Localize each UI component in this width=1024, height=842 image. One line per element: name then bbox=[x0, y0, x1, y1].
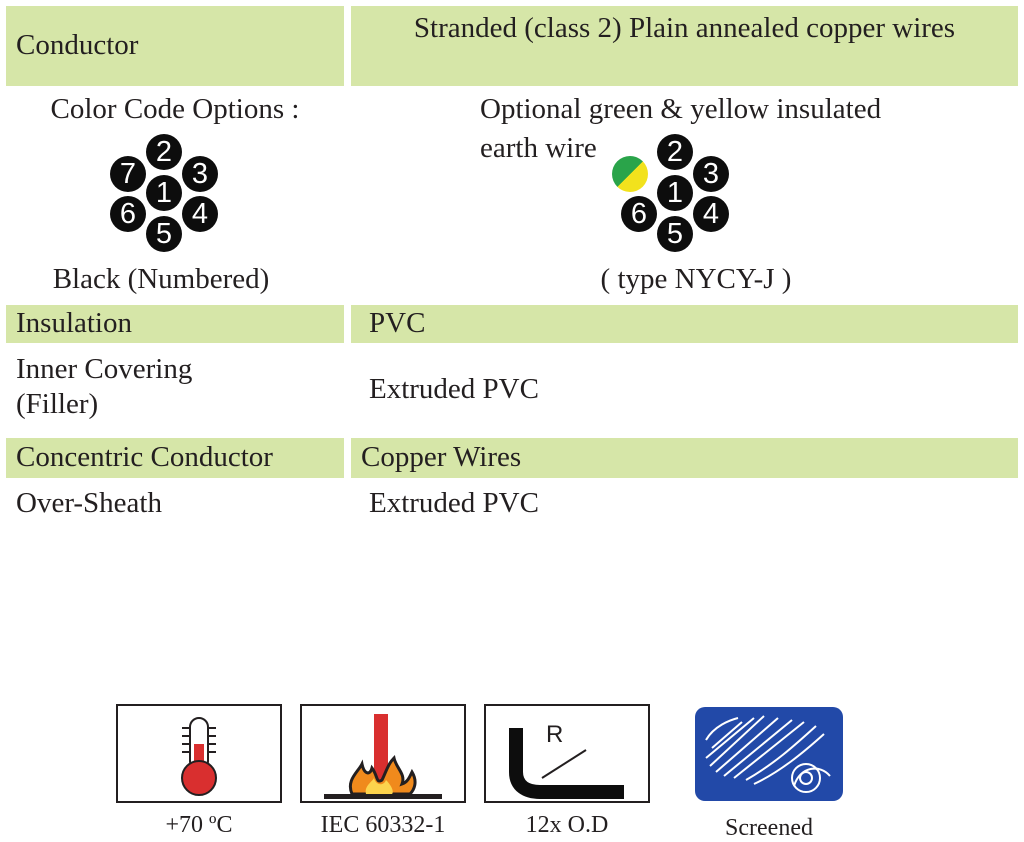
insulation-label-cell: Insulation bbox=[6, 305, 344, 343]
wire-6: 6 bbox=[110, 196, 146, 232]
earth-wire-title-line2: earth wire bbox=[480, 132, 597, 165]
earth-cluster-wire-1: 1 bbox=[657, 175, 693, 211]
wire-7: 7 bbox=[110, 156, 146, 192]
earth-wire bbox=[612, 156, 648, 192]
wire-1: 1 bbox=[146, 175, 182, 211]
flame-icon bbox=[300, 704, 466, 803]
insulation-value-cell: PVC bbox=[351, 305, 1018, 343]
concentric-value-cell: Copper Wires bbox=[351, 438, 1018, 478]
bend-radius-letter: R bbox=[546, 721, 563, 748]
wire-3: 3 bbox=[182, 156, 218, 192]
screen-icon bbox=[694, 706, 844, 802]
screen-graphic bbox=[695, 707, 843, 801]
conductor-value: Stranded (class 2) Plain annealed copper… bbox=[413, 12, 956, 44]
over-sheath-value: Extruded PVC bbox=[369, 487, 539, 519]
color-code-caption: Black (Numbered) bbox=[52, 263, 270, 295]
earth-cluster-wire-3: 3 bbox=[693, 156, 729, 192]
color-code-title: Color Code Options : bbox=[50, 93, 300, 125]
conductor-label-cell: Conductor bbox=[6, 6, 344, 86]
conductor-label: Conductor bbox=[16, 29, 139, 62]
thermometer-icon bbox=[116, 704, 282, 803]
inner-covering-label-line2: (Filler) bbox=[16, 388, 99, 421]
flame-caption: IEC 60332-1 bbox=[320, 812, 446, 838]
concentric-label-cell: Concentric Conductor bbox=[6, 438, 344, 478]
concentric-value: Copper Wires bbox=[361, 441, 522, 474]
earth-wire-title: Optional green & yellow insulated earth … bbox=[480, 93, 1020, 166]
screen-caption: Screened bbox=[725, 815, 813, 841]
wire-4: 4 bbox=[182, 196, 218, 232]
bend-radius-graphic: R bbox=[509, 721, 624, 799]
wire-cluster-black: 2 7 3 1 6 4 5 bbox=[107, 134, 221, 254]
thermometer-graphic bbox=[181, 717, 217, 796]
concentric-label: Concentric Conductor bbox=[16, 441, 273, 474]
earth-wire-title-line1: Optional green & yellow insulated bbox=[480, 93, 882, 125]
wire-2: 2 bbox=[146, 134, 182, 170]
earth-cluster-wire-2: 2 bbox=[657, 134, 693, 170]
inner-covering-label-line1: Inner Covering bbox=[16, 353, 193, 385]
insulation-value: PVC bbox=[369, 307, 426, 340]
earth-cluster-wire-6: 6 bbox=[621, 196, 657, 232]
flame-graphic bbox=[324, 714, 442, 799]
insulation-label: Insulation bbox=[16, 307, 132, 340]
conductor-value-cell: Stranded (class 2) Plain annealed copper… bbox=[351, 6, 1018, 86]
wire-cluster-earth: 2 3 1 6 4 5 bbox=[612, 134, 732, 254]
over-sheath-label: Over-Sheath bbox=[16, 487, 162, 519]
thermometer-caption: +70 ºC bbox=[165, 812, 233, 838]
earth-wire-caption: ( type NYCY-J ) bbox=[600, 263, 792, 295]
inner-covering-label: Inner Covering (Filler) bbox=[16, 353, 346, 422]
earth-cluster-wire-5: 5 bbox=[657, 216, 693, 252]
bend-radius-caption: 12x O.D bbox=[525, 812, 609, 838]
wire-5: 5 bbox=[146, 216, 182, 252]
earth-cluster-wire-4: 4 bbox=[693, 196, 729, 232]
inner-covering-value: Extruded PVC bbox=[369, 373, 539, 405]
bend-radius-icon: R bbox=[484, 704, 650, 803]
